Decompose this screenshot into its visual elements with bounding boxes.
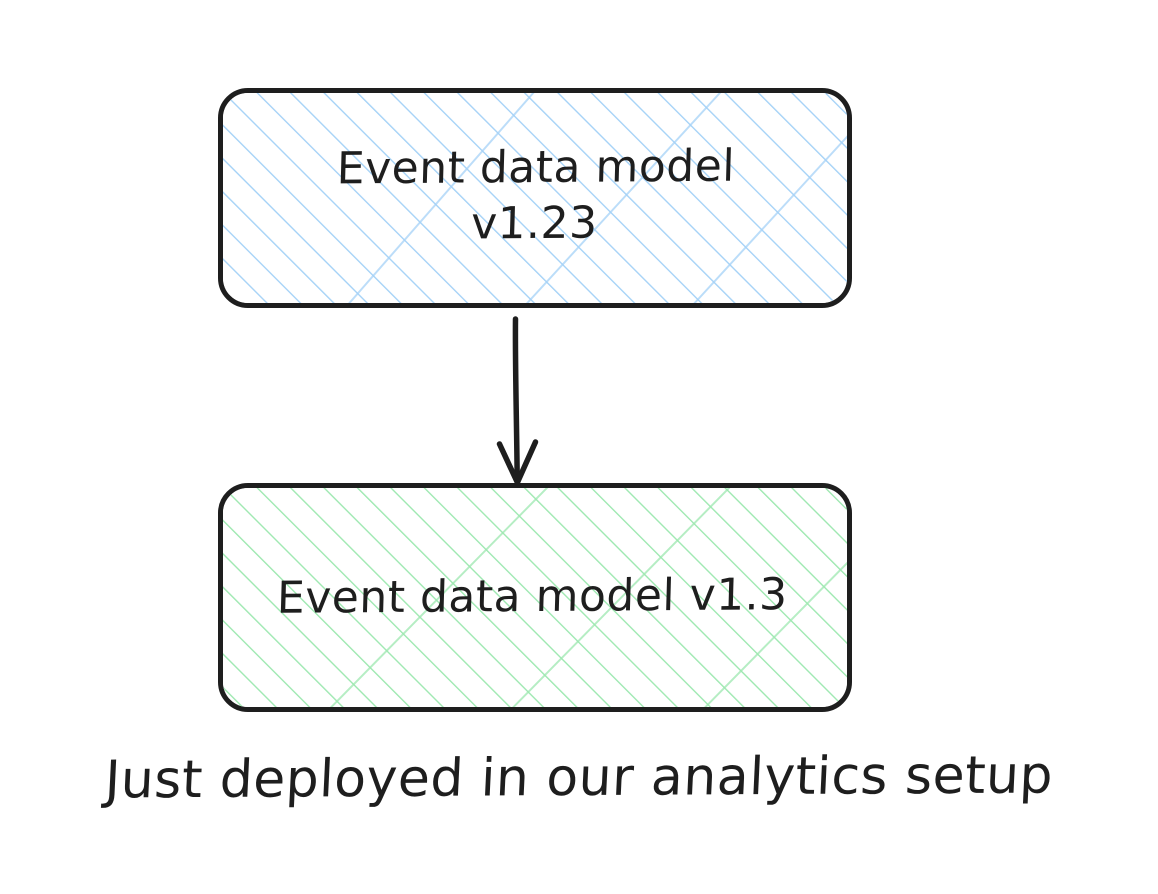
node-event-data-model-v13[interactable]: Event data model v1.3	[218, 483, 852, 712]
node-event-data-model-v123[interactable]: Event data model v1.23	[218, 88, 852, 308]
diagram-caption: Just deployed in our analytics setup	[103, 745, 1055, 811]
arrow-v123-to-v13	[496, 316, 539, 486]
node-label-event-data-model-v13: Event data model v1.3	[275, 569, 789, 625]
node-label-event-data-model-v123: Event data model v1.23	[336, 140, 736, 250]
